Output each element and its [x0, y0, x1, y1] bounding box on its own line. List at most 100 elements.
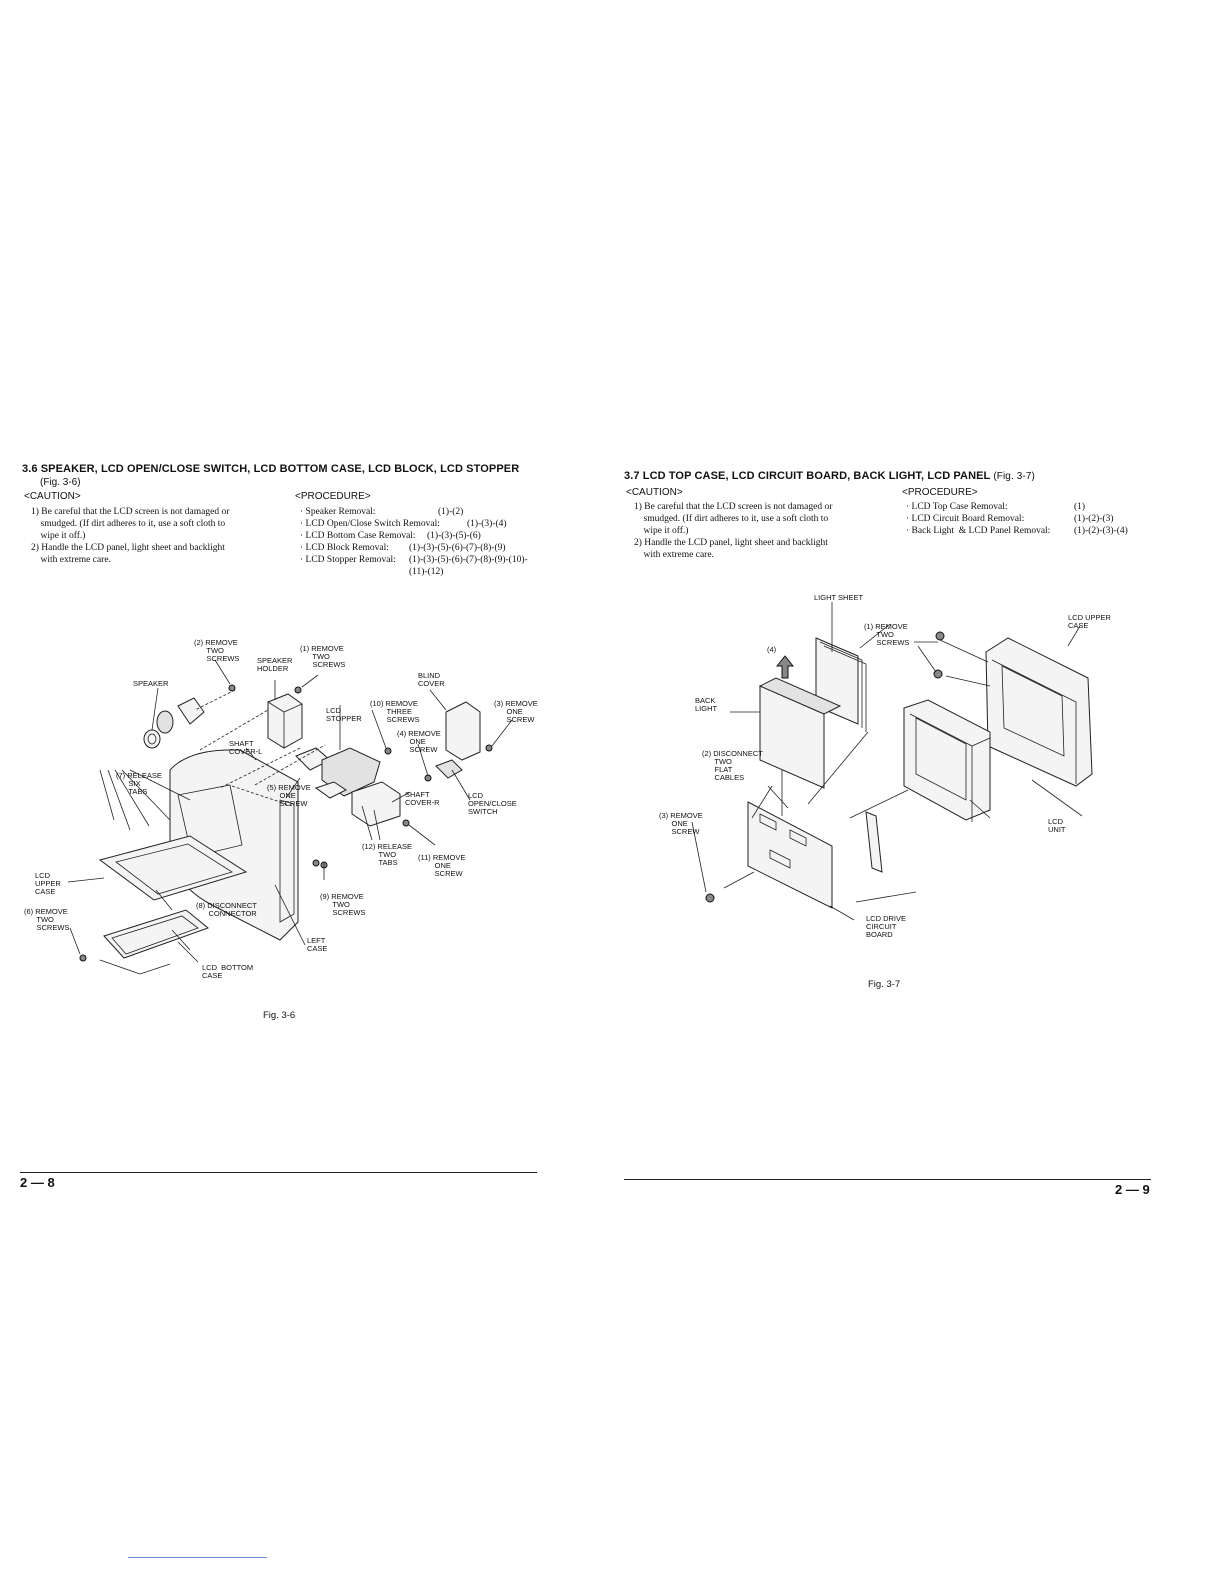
procedure-row: · Speaker Removal: (1)-(2) — [300, 506, 528, 518]
screw-icon — [79, 954, 87, 962]
fig-3-7-exploded-view — [691, 602, 1093, 921]
label-speaker: SPEAKER — [133, 679, 169, 688]
label-lcd-bottom-case: LCD BOTTOM CASE — [202, 963, 254, 980]
caution-line: 1) Be careful that the LCD screen is not… — [634, 502, 833, 512]
procedure-row: · LCD Stopper Removal: (1)-(3)-(5)-(6)-(7… — [300, 554, 528, 566]
right-procedure-list: · LCD Top Case Removal: (1) · LCD Circuit… — [906, 501, 1128, 537]
procedure-steps: (1)-(2) — [438, 507, 464, 517]
speaker-holder-part — [177, 697, 205, 725]
procedure-row: · LCD Block Removal: (1)-(3)-(5)-(6)-(7)-… — [300, 542, 528, 554]
screw-icon — [402, 819, 410, 827]
procedure-name — [300, 566, 409, 578]
caution-line: 2) Handle the LCD panel, light sheet and… — [634, 538, 828, 548]
procedure-steps: (1)-(3)-(5)-(6)-(7)-(8)-(9)-(10)- — [409, 555, 528, 565]
procedure-name: · LCD Open/Close Switch Removal: — [300, 519, 440, 529]
left-figure-caption: Fig. 3-6 — [263, 1010, 296, 1021]
right-caution-title: <CAUTION> — [626, 487, 683, 498]
label-speaker-holder: SPEAKER HOLDER — [257, 656, 293, 673]
caution-line: wipe it off.) — [634, 526, 689, 536]
right-fig-ref: (Fig. 3-7) — [993, 471, 1035, 482]
procedure-name: · LCD Block Removal: — [300, 543, 389, 553]
left-procedure-title: <PROCEDURE> — [295, 491, 371, 502]
procedure-name: · LCD Top Case Removal: — [906, 502, 1008, 512]
procedure-name: · LCD Circuit Board Removal: — [906, 514, 1025, 524]
caution-line: with extreme care. — [31, 555, 111, 565]
caution-line: with extreme care. — [634, 550, 714, 560]
right-heading-text: 3.7 LCD TOP CASE, LCD CIRCUIT BOARD, BAC… — [624, 470, 991, 482]
procedure-row: · LCD Bottom Case Removal:(1)-(3)-(5)-(6… — [300, 530, 528, 542]
up-arrow-icon — [775, 655, 795, 679]
caution-line: 1) Be careful that the LCD screen is not… — [31, 507, 230, 517]
lcd-bottom-case-part — [103, 909, 210, 959]
screw-icon — [935, 631, 945, 641]
caution-line: smudged. (If dirt adheres to it, use a s… — [31, 519, 226, 529]
label-light-sheet: LIGHT SHEET — [814, 593, 864, 602]
label-remove-two-screws-1: (1) REMOVE TWO SCREWS — [864, 622, 910, 647]
screw-icon — [294, 686, 302, 694]
procedure-row: · LCD Open/Close Switch Removal: (1)-(3)-… — [300, 518, 528, 530]
procedure-row: · Back Light & LCD Panel Removal: (1)-(2)… — [906, 525, 1128, 537]
left-page-number: 2 — 8 — [20, 1175, 55, 1190]
label-blind-cover: BLIND COVER — [418, 671, 445, 688]
lcd-drive-circuit-board-part — [747, 801, 833, 909]
scan-artifact-line — [128, 1557, 267, 1558]
label-shaft-cover-r: SHAFT COVER-R — [405, 790, 440, 807]
screw-icon — [384, 747, 392, 755]
label-lcd-open-close-switch: LCD OPEN/CLOSE SWITCH — [468, 791, 517, 816]
label-lcd-drive-circuit-board: LCD DRIVE CIRCUIT BOARD — [866, 914, 907, 939]
label-step-4: (4) — [767, 645, 777, 654]
label-disconnect-two-flat-cables-2: (2) DISCONNECT TWO FLAT CABLES — [702, 749, 763, 782]
label-remove-one-screw-11: (11) REMOVE ONE SCREW — [418, 853, 466, 878]
label-remove-one-screw-5: (5) REMOVE ONE SCREW — [267, 783, 311, 808]
screw-icon — [228, 684, 236, 692]
label-release-six-tabs-7: (7) RELEASE SIX TABS — [116, 771, 162, 796]
right-page-number: 2 — 9 — [1115, 1182, 1150, 1197]
procedure-name: · LCD Stopper Removal: — [300, 555, 396, 565]
lcd-upper-case-part — [98, 835, 248, 901]
label-remove-two-screws-1: (1) REMOVE TWO SCREWS — [300, 644, 346, 669]
label-lcd-upper-case: LCD UPPER CASE — [1068, 613, 1111, 630]
left-fig-ref: (Fig. 3-6) — [40, 477, 81, 488]
right-procedure-title: <PROCEDURE> — [902, 487, 978, 498]
label-remove-one-screw-3: (3) REMOVE ONE SCREW — [659, 811, 703, 836]
procedure-steps: (1)-(3)-(5)-(6)-(7)-(8)-(9) — [409, 543, 506, 553]
procedure-name: · Back Light & LCD Panel Removal: — [906, 526, 1051, 536]
label-remove-two-screws-9: (9) REMOVE TWO SCREWS — [320, 892, 366, 917]
label-remove-two-screws-2: (2) REMOVE TWO SCREWS — [194, 638, 240, 663]
label-back-light: BACK LIGHT — [695, 696, 718, 713]
procedure-row: · LCD Top Case Removal: (1) — [906, 501, 1128, 513]
left-caution-list: 1) Be careful that the LCD screen is not… — [31, 506, 229, 566]
procedure-steps: (1) — [1074, 502, 1086, 512]
speaker-part — [143, 729, 161, 749]
procedure-steps: (11)-(12) — [409, 567, 444, 577]
label-left-case: LEFT CASE — [307, 936, 328, 953]
label-lcd-unit: LCD UNIT — [1048, 817, 1066, 834]
right-caution-list: 1) Be careful that the LCD screen is not… — [634, 501, 832, 561]
left-section-heading: 3.6 SPEAKER, LCD OPEN/CLOSE SWITCH, LCD … — [22, 463, 520, 475]
screw-icon — [485, 744, 493, 752]
label-remove-three-screws-10: (10) REMOVE THREE SCREWS — [370, 699, 420, 724]
right-footer-rule — [624, 1179, 1151, 1180]
procedure-steps: (1)-(3)-(4) — [467, 519, 507, 529]
fig-3-6-exploded-view — [67, 659, 513, 975]
label-shaft-cover-l: SHAFT COVER-L — [229, 739, 263, 756]
lcd-unit-part — [903, 699, 991, 821]
label-remove-one-screw-4: (4) REMOVE ONE SCREW — [397, 729, 441, 754]
procedure-row: (11)-(12) — [300, 566, 528, 578]
left-caution-title: <CAUTION> — [24, 491, 81, 502]
left-procedure-list: · Speaker Removal: (1)-(2) · LCD Open/Clo… — [300, 506, 528, 578]
label-remove-two-screws-6: (6) REMOVE TWO SCREWS — [24, 907, 70, 932]
label-lcd-stopper: LCD STOPPER — [326, 706, 362, 723]
procedure-name: · Speaker Removal: — [300, 507, 376, 517]
procedure-steps: (1)-(2)-(3) — [1074, 514, 1114, 524]
screw-icon — [312, 859, 320, 867]
right-section-heading: 3.7 LCD TOP CASE, LCD CIRCUIT BOARD, BAC… — [624, 470, 1035, 482]
caution-line: smudged. (If dirt adheres to it, use a s… — [634, 514, 829, 524]
screw-icon — [705, 893, 715, 903]
label-disconnect-connector-8: (8) DISCONNECT CONNECTOR — [196, 901, 257, 918]
caution-line: wipe it off.) — [31, 531, 86, 541]
caution-line: 2) Handle the LCD panel, light sheet and… — [31, 543, 225, 553]
label-remove-one-screw-3: (3) REMOVE ONE SCREW — [494, 699, 538, 724]
left-footer-rule — [20, 1172, 537, 1173]
procedure-steps: (1)-(2)-(3)-(4) — [1074, 526, 1128, 536]
